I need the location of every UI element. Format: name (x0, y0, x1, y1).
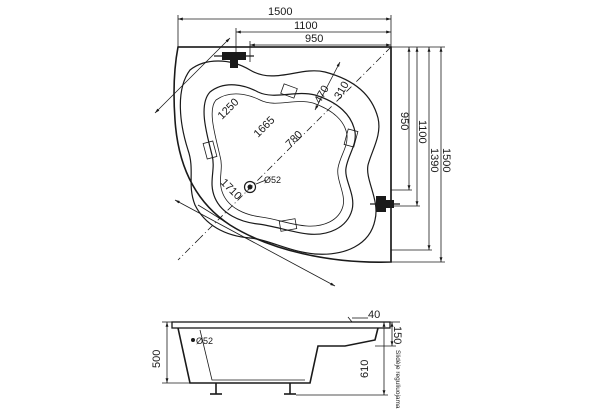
side-fitting-icon (370, 196, 400, 212)
dim-1500-v: 1500 (440, 148, 452, 172)
dim-470-diag: 470 (312, 84, 332, 106)
plan-view: Ø52 1500 1100 950 950 1100 1390 1500 125… (154, 6, 452, 287)
overflow-fitting-icon (214, 52, 254, 68)
side-drain-icon (191, 338, 195, 342)
dim-780-diag: 780 (284, 129, 305, 150)
drain-leader (255, 179, 267, 185)
dim-1100-v: 1100 (416, 120, 428, 144)
drain-diameter-label: Ø52 (264, 175, 281, 185)
dimline-1250 (154, 37, 231, 114)
dim-950-top: 950 (305, 33, 323, 45)
shell-left-ribs (197, 204, 239, 231)
pillar-right (343, 128, 359, 148)
drain-icon (243, 180, 257, 194)
dim-1665-diag: 1665 (252, 114, 278, 140)
basin-ledge (211, 93, 348, 227)
basin-outer-rim (179, 60, 380, 255)
diagonal-axis-ext (177, 237, 201, 261)
side-extline-40 (347, 316, 353, 323)
dim-500: 500 (151, 350, 163, 368)
dim-1100-top: 1100 (294, 20, 318, 32)
dimline-470 (314, 61, 341, 111)
adjustable-note: Slidėje reguliuojama (394, 350, 401, 409)
dim-150: 150 (391, 326, 403, 344)
foot-right-icon (284, 383, 296, 395)
pillar-left (202, 140, 218, 160)
dim-310-diag: 310 (332, 80, 352, 102)
basin-inner (203, 84, 356, 235)
dimline-1710 (174, 199, 336, 287)
dim-1390-v: 1390 (428, 148, 440, 172)
side-rim (171, 321, 391, 329)
dim-1250-diag: 1250 (216, 96, 242, 122)
side-view: Ø52 500 40 150 610 Slidėje reguliuojama (151, 309, 403, 409)
foot-left-icon (210, 383, 222, 395)
pillar-top (280, 83, 298, 99)
dim-950-v: 950 (398, 112, 410, 130)
side-drain-label: Ø52 (196, 336, 213, 346)
dim-610: 610 (359, 360, 371, 378)
dim-40: 40 (368, 309, 380, 321)
dim-1500-top: 1500 (268, 6, 292, 18)
side-inner-line (199, 329, 305, 381)
